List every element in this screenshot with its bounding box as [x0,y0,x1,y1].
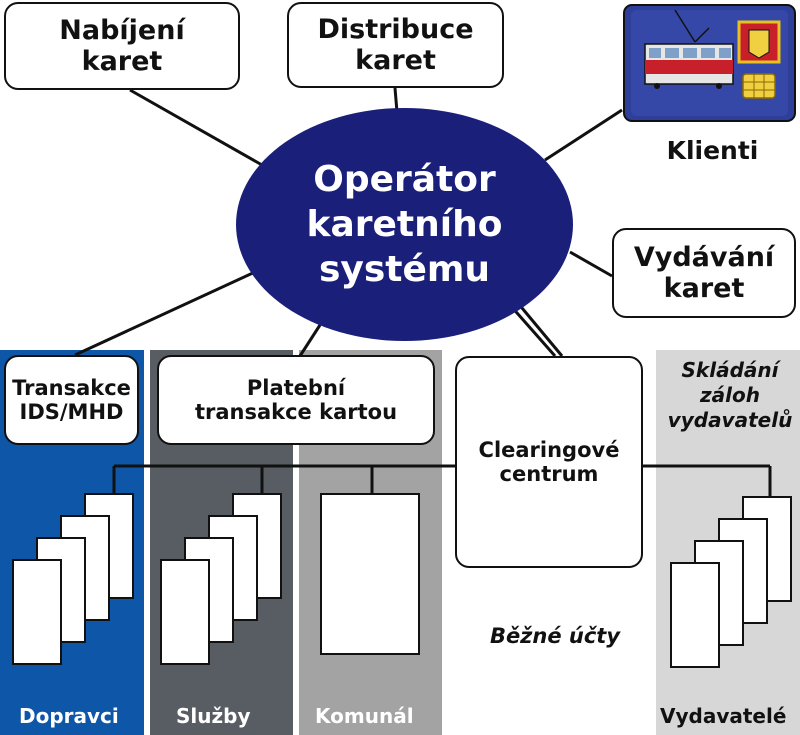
vydavatele-label: Vydavatelé [660,704,787,728]
clearing-line1: Clearingové [478,437,620,462]
document-sheet [670,562,720,668]
nabijeni-line1: Nabíjení [59,14,185,46]
transakce-line2: IDS/MHD [19,400,124,424]
skladani-line2: záloh [700,383,760,407]
skladani-line3: vydavatelů [667,408,793,432]
document-sheet [160,559,210,665]
skladani-label: Skládání záloh vydavatelů [660,358,800,433]
vydavani-line2: karet [663,273,745,304]
document-sheet [12,559,62,665]
klienti-label: Klienti [666,136,759,165]
distribuce-line2: karet [355,45,436,76]
platebni-line2: transakce kartou [194,400,398,424]
vydavani-line1: Vydávání [633,241,775,273]
komunal-label: Komunál [315,704,414,728]
center-line2: karetního [306,204,503,245]
platebni-line1: Platební [246,375,346,400]
distribuce-line1: Distribuce [317,13,474,45]
nabijeni-line2: karet [81,46,163,77]
bezne-ucty-label: Běžné účty [489,624,621,648]
transport-card-icon [623,4,796,122]
dopravci-label: Dopravci [19,704,119,728]
center-line3: systému [318,249,491,290]
operator-ellipse: Operátor karetního systému [236,108,573,341]
center-line1: Operátor [313,159,496,200]
transakce-line1: Transakce [12,375,131,400]
clearing-line2: centrum [499,462,599,486]
skladani-line1: Skládání [681,358,779,382]
document-sheet [320,493,420,655]
sluzby-label: Služby [176,704,251,728]
